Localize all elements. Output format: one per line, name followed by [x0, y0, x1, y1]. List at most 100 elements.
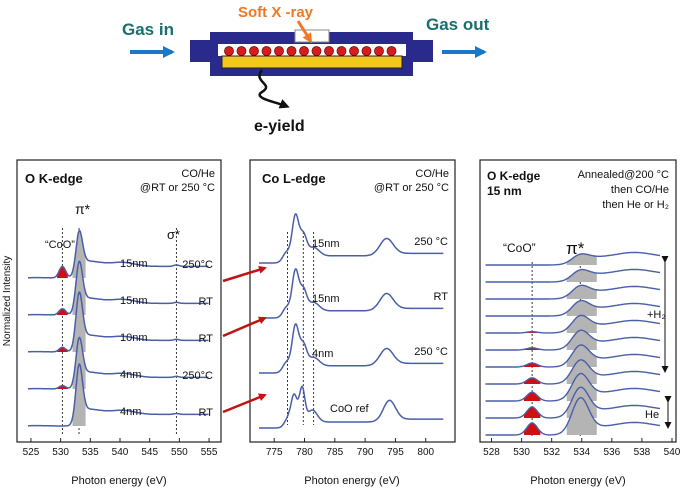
series-trace [485, 299, 661, 317]
series-trace [28, 363, 209, 427]
nanoparticle [374, 46, 384, 56]
coo-fill [523, 347, 541, 350]
panel2-guides [287, 232, 315, 425]
gas-out-label: Gas out [426, 15, 490, 34]
panel3-condition-1: Annealed@200 °C [578, 169, 669, 181]
panel1-coo-label: “CoO” [45, 239, 75, 251]
panel3-tick-label: 540 [664, 447, 681, 458]
series-size-label: 15nm [120, 258, 148, 270]
series-size-label: 10nm [120, 332, 148, 344]
series-trace [485, 268, 661, 283]
nanoparticle [261, 46, 272, 56]
series-trace [259, 323, 444, 374]
pi-star-fill [566, 285, 597, 299]
nanoparticle [236, 46, 247, 56]
panel2-tick-label: 795 [387, 447, 404, 458]
series-condition-label: RT [199, 333, 214, 345]
panel3-h2-label: +H₂ [647, 309, 666, 321]
panel3-title-1: O K-edge [487, 169, 541, 183]
coo-fill [57, 266, 68, 278]
coo-fill [57, 347, 68, 352]
series-size-label: CoO ref [330, 403, 369, 415]
series-trace [485, 344, 661, 368]
series-size-label: 15nm [312, 293, 340, 305]
panel1-pi-label: π* [75, 201, 91, 217]
panel2-tick-label: 780 [296, 447, 313, 458]
gas-in-label: Gas in [122, 20, 174, 39]
panel3-title-2: 15 nm [487, 184, 522, 198]
panel3-tick-label: 532 [543, 447, 560, 458]
panel1-sigma-label: σ* [167, 227, 180, 242]
panel3-series [485, 251, 661, 436]
series-trace [485, 251, 661, 266]
panel3-tick-label: 538 [634, 447, 651, 458]
panel1-tick-label: 530 [52, 447, 69, 458]
panel3: O K-edge 15 nm Annealed@200 °C then CO/H… [483, 169, 681, 487]
panel3-pi-label: π* [566, 239, 585, 258]
panel1-xlabel: Photon energy (eV) [71, 475, 166, 487]
panel3-condition-3: then He or H₂ [602, 199, 669, 211]
eyield-wire [258, 69, 290, 109]
pi-star-fill [72, 292, 86, 352]
series-trace [28, 336, 209, 390]
panel1: O K-edge CO/He @RT or 250 °C “CoO” π* σ*… [2, 168, 218, 487]
series-condition-label: RT [434, 291, 449, 303]
series-size-label: 15nm [120, 295, 148, 307]
link-arrow-4nm-250 [222, 393, 267, 414]
series-trace [28, 229, 209, 279]
panel1-series [28, 229, 209, 427]
series-trace [485, 372, 661, 402]
panel3-frame [479, 159, 677, 443]
panel2-frame [249, 159, 456, 443]
panel3-condition-2: then CO/He [611, 184, 669, 196]
nanoparticle [386, 46, 397, 56]
nanoparticles [224, 46, 397, 56]
panel1-tick-label: 550 [171, 447, 188, 458]
nanoparticle [336, 46, 347, 56]
pi-star-fill [566, 300, 597, 316]
series-condition-label: 250 °C [414, 346, 448, 358]
link-arrow-15nm-250 [222, 265, 267, 283]
panel1-tick-label: 525 [23, 447, 40, 458]
series-trace [259, 213, 444, 264]
series-trace [259, 385, 444, 429]
coo-fill [523, 407, 541, 418]
xray-window [294, 29, 330, 43]
coo-fill [523, 392, 541, 401]
pi-star-fill [72, 364, 86, 426]
nanoparticle [361, 46, 372, 56]
series-trace [28, 260, 209, 316]
nanoparticle [299, 46, 309, 56]
panel3-xlabel: Photon energy (eV) [530, 475, 625, 487]
series-trace [485, 359, 661, 385]
panel1-tick-label: 540 [112, 447, 129, 458]
series-condition-label: RT [199, 296, 214, 308]
panel2-tick-label: 800 [417, 447, 434, 458]
panel1-ylabel: Normalized Intensity [2, 256, 13, 347]
panel2-tick-label: 775 [266, 447, 283, 458]
cell-schematic: Gas in Gas out Soft X -ray e-yield [122, 4, 490, 135]
panel3-tick-label: 536 [603, 447, 620, 458]
pi-star-fill [566, 269, 597, 282]
xray-label: Soft X -ray [238, 4, 314, 21]
nanoparticle [324, 46, 334, 56]
panel1-title: O K-edge [25, 171, 83, 186]
xray-arrow [296, 20, 313, 44]
series-trace [259, 268, 444, 319]
sample-substrate [221, 55, 403, 69]
coo-fill [57, 308, 68, 315]
panel3-tick-label: 534 [573, 447, 590, 458]
panel3-tick-label: 528 [483, 447, 500, 458]
nanoparticle [274, 46, 284, 56]
coo-fill [523, 363, 541, 367]
series-condition-label: 250°C [182, 259, 213, 271]
series-condition-label: 250°C [182, 370, 213, 382]
panel1-condition-2: @RT or 250 °C [140, 182, 215, 194]
panel2-tick-label: 790 [357, 447, 374, 458]
